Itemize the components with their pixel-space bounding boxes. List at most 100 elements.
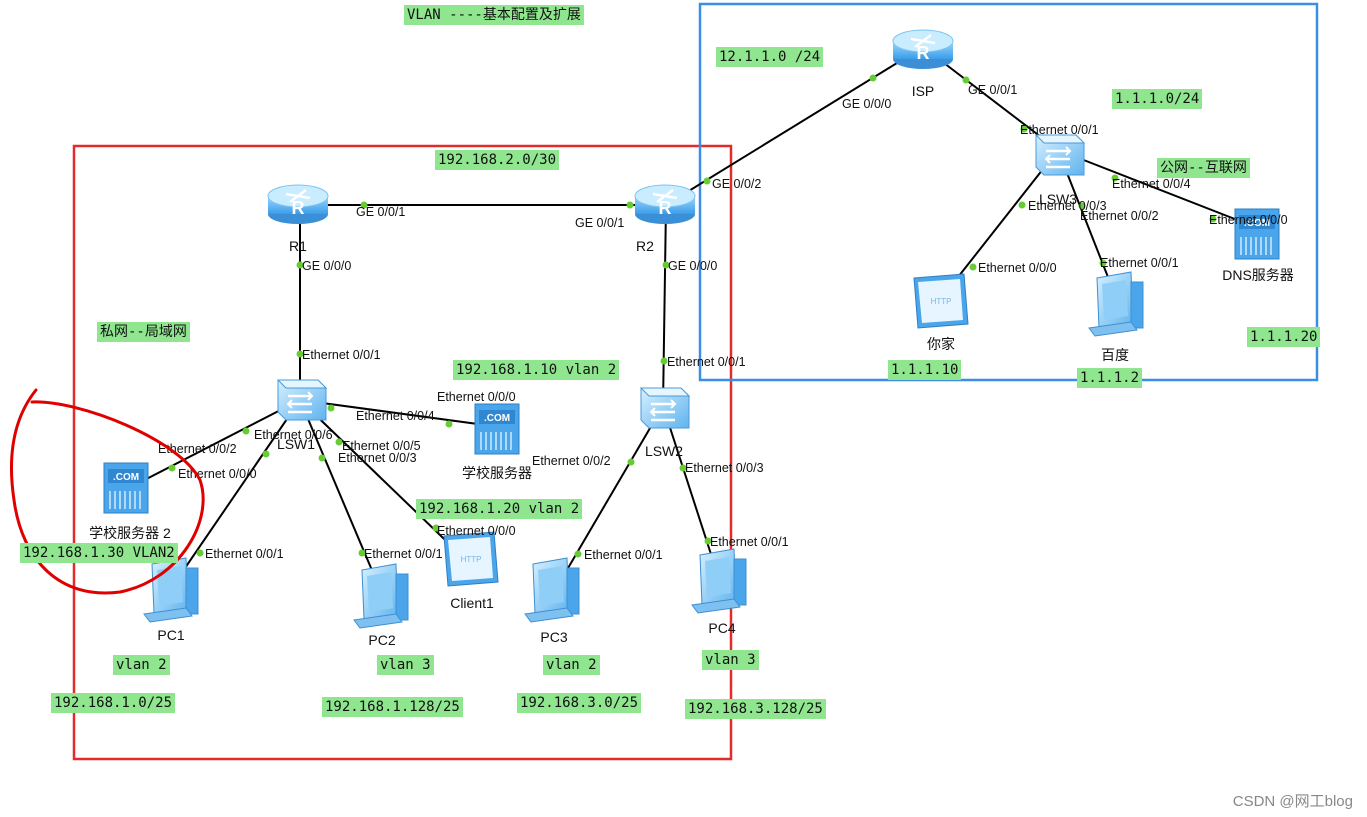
port-label: Ethernet 0/0/2 xyxy=(158,442,237,456)
router-r2[interactable] xyxy=(633,183,697,226)
device-name-isp: ISP xyxy=(912,83,935,99)
device-name-home: 你家 xyxy=(927,336,955,352)
http-client-icon xyxy=(913,273,969,329)
link-lsw3-dns xyxy=(1057,149,1264,231)
port-label: Ethernet 0/0/1 xyxy=(1020,123,1099,137)
router-icon xyxy=(891,28,955,71)
pc-icon xyxy=(691,548,747,614)
link-r2-lsw2 xyxy=(662,204,667,407)
port-label: Ethernet 0/0/4 xyxy=(356,409,435,423)
server-school-2[interactable] xyxy=(103,462,149,514)
network-label-public: 1.1.1.0/24 xyxy=(1112,89,1203,109)
port-label: Ethernet 0/0/6 xyxy=(254,428,333,442)
port-label: Ethernet 0/0/0 xyxy=(437,390,516,404)
pc-icon xyxy=(353,563,409,629)
device-name-baidu: 百度 xyxy=(1101,347,1129,363)
watermark: CSDN @网工blog xyxy=(1232,793,1353,810)
device-name-client1: Client1 xyxy=(450,595,494,611)
device-name-school-server-2: 学校服务器 2 xyxy=(89,525,171,541)
label-home-ip: 1.1.1.10 xyxy=(888,360,962,380)
label-r2-vlan: 192.168.1.10 vlan 2 xyxy=(453,360,620,380)
port-label: Ethernet 0/0/1 xyxy=(205,547,284,561)
pc-4[interactable] xyxy=(691,548,747,614)
device-name-pc4: PC4 xyxy=(708,620,735,636)
label-pc1-vlan: vlan 2 xyxy=(113,655,170,675)
label-pc2-net: 192.168.1.128/25 xyxy=(322,697,463,717)
switch-lsw1[interactable] xyxy=(276,378,328,422)
device-name-lsw3: LSW3 xyxy=(1039,191,1077,207)
public-zone-border xyxy=(698,2,1319,382)
server-icon xyxy=(103,462,149,514)
link-lsw1-server2 xyxy=(124,399,301,491)
port-label: GE 0/0/0 xyxy=(302,259,351,273)
client-home[interactable] xyxy=(913,273,969,329)
device-name-lsw1: LSW1 xyxy=(277,436,315,452)
label-pc2-vlan: vlan 3 xyxy=(377,655,434,675)
port-label: Ethernet 0/0/1 xyxy=(1100,256,1179,270)
link-lsw1-server xyxy=(299,399,501,428)
port-label: GE 0/0/0 xyxy=(668,259,717,273)
port-label: Ethernet 0/0/2 xyxy=(1080,209,1159,223)
server-icon xyxy=(474,403,520,455)
label-pc1-net: 192.168.1.0/25 xyxy=(51,693,176,713)
port-label: Ethernet 0/0/3 xyxy=(685,461,764,475)
label-dns-ip: 1.1.1.20 xyxy=(1247,327,1321,347)
link-lsw1-pc2 xyxy=(299,399,383,595)
port-label: GE 0/0/1 xyxy=(356,205,405,219)
device-name-r2: R2 xyxy=(636,238,654,254)
label-pc3-net: 192.168.3.0/25 xyxy=(517,693,642,713)
zone-label-public: 公网--互联网 xyxy=(1157,158,1250,178)
link-lsw1-pc1 xyxy=(171,399,301,588)
port-dots xyxy=(168,74,1217,558)
server-school[interactable] xyxy=(474,403,520,455)
device-name-school-server: 学校服务器 xyxy=(462,465,532,481)
zone-label-private: 私网--局域网 xyxy=(97,322,190,342)
port-label: Ethernet 0/0/5 xyxy=(342,439,421,453)
switch-lsw2[interactable] xyxy=(639,386,691,430)
port-label: Ethernet 0/0/1 xyxy=(302,348,381,362)
port-label: Ethernet 0/0/3 xyxy=(1028,199,1107,213)
port-label: Ethernet 0/0/0 xyxy=(1209,213,1288,227)
pc-icon xyxy=(1088,271,1144,337)
device-name-dns: DNS服务器 xyxy=(1222,267,1294,283)
router-icon xyxy=(266,183,330,226)
annotation-circle xyxy=(10,388,205,595)
router-r1[interactable] xyxy=(266,183,330,226)
switch-lsw3[interactable] xyxy=(1034,133,1086,177)
port-label: Ethernet 0/0/3 xyxy=(338,451,417,465)
port-label: Ethernet 0/0/2 xyxy=(532,454,611,468)
label-baidu-ip: 1.1.1.2 xyxy=(1077,368,1143,388)
pc-icon xyxy=(524,557,580,623)
device-name-pc1: PC1 xyxy=(157,627,184,643)
port-label: Ethernet 0/0/0 xyxy=(437,524,516,538)
label-pc4-net: 192.168.3.128/25 xyxy=(685,699,826,719)
diagram-title: VLAN ----基本配置及扩展 xyxy=(404,5,584,25)
label-pc3-vlan: vlan 2 xyxy=(543,655,600,675)
port-label: Ethernet 0/0/0 xyxy=(178,467,257,481)
port-label: Ethernet 0/0/1 xyxy=(710,535,789,549)
device-name-r1: R1 xyxy=(289,238,307,254)
port-label: Ethernet 0/0/1 xyxy=(364,547,443,561)
http-client-icon xyxy=(443,531,499,587)
label-pc4-vlan: vlan 3 xyxy=(702,650,759,670)
device-name-pc2: PC2 xyxy=(368,632,395,648)
pc-baidu[interactable] xyxy=(1088,271,1144,337)
port-label: Ethernet 0/0/0 xyxy=(978,261,1057,275)
client-1[interactable] xyxy=(443,531,499,587)
port-label: GE 0/0/0 xyxy=(842,97,891,111)
port-label: Ethernet 0/0/1 xyxy=(667,355,746,369)
pc-2[interactable] xyxy=(353,563,409,629)
switch-icon xyxy=(1034,133,1086,177)
port-label: GE 0/0/2 xyxy=(712,177,761,191)
device-name-lsw2: LSW2 xyxy=(645,443,683,459)
switch-icon xyxy=(639,386,691,430)
pc-3[interactable] xyxy=(524,557,580,623)
label-server-vlan: 192.168.1.20 vlan 2 xyxy=(416,499,583,519)
port-label: Ethernet 0/0/1 xyxy=(584,548,663,562)
router-icon xyxy=(633,183,697,226)
label-server2-vlan: 192.168.1.30 VLAN2 xyxy=(20,543,178,563)
device-name-pc3: PC3 xyxy=(540,629,567,645)
port-label: GE 0/0/1 xyxy=(968,83,1017,97)
router-isp[interactable] xyxy=(891,28,955,71)
